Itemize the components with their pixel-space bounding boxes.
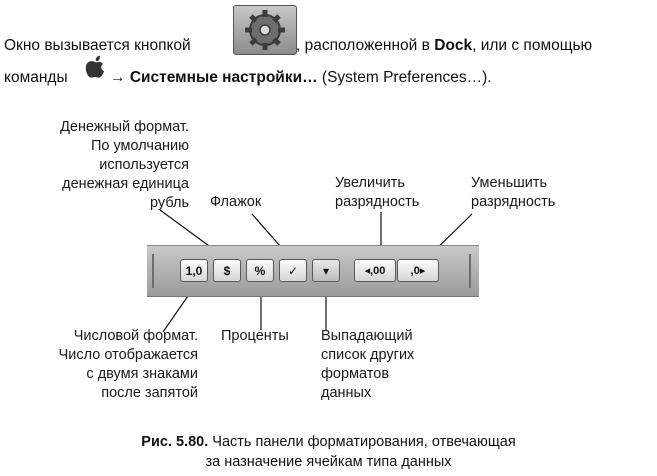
increase-precision-button[interactable]: ◂,00 xyxy=(354,259,396,282)
currency-line-5: рубль xyxy=(150,195,189,211)
apple-icon xyxy=(85,55,104,78)
increase-line-1: Увеличить xyxy=(335,175,405,191)
number-line-3: с двумя знаками xyxy=(86,366,198,382)
checkmark-icon: ✓ xyxy=(287,263,299,278)
dropdown-line-4: данных xyxy=(321,385,372,401)
figure-caption: Рис. 5.80. Часть панели форматирования, … xyxy=(0,432,657,472)
currency-line-2: По умолчанию xyxy=(90,138,189,154)
dropdown-line-1: Выпадающий xyxy=(321,328,413,344)
increase-precision-label: ◂,00 xyxy=(364,265,386,277)
dropdown-line-2: список других xyxy=(321,347,415,363)
intro-line-1-rest: , расположенной в Dock, или с помощью xyxy=(296,36,592,56)
command-english: (System Preferences…). xyxy=(321,69,492,86)
decrease-precision-label: ,0▸ xyxy=(410,265,426,277)
currency-icon: $ xyxy=(223,263,231,278)
figure-number: Рис. 5.80. xyxy=(141,434,209,450)
decrease-line-2: разрядность xyxy=(471,194,556,210)
number-line-1: Числовой формат. xyxy=(73,328,198,344)
currency-line-4: денежная единица xyxy=(62,176,189,192)
checkbox-format-button[interactable]: ✓ xyxy=(279,259,307,282)
format-toolbar: 1,0 $ % ✓ ▾ ◂,00 ,0▸ xyxy=(147,245,479,297)
intro-text-end: , или с помощью xyxy=(472,37,593,54)
intro-line-2-rest: → Системные настройки… (System Preferenc… xyxy=(110,68,492,88)
decrease-precision-button[interactable]: ,0▸ xyxy=(397,259,439,282)
label-decrease-precision: Уменьшить разрядность xyxy=(471,174,555,212)
toolbar-separator-left xyxy=(152,254,154,288)
intro-text: Окно вызывается кнопкой xyxy=(4,37,191,54)
toolbar-separator-right xyxy=(469,254,471,288)
label-increase-precision: Увеличить разрядность xyxy=(335,174,419,212)
number-format-button[interactable]: 1,0 xyxy=(180,259,208,282)
label-currency-format: Денежный формат. По умолчанию использует… xyxy=(60,118,189,213)
dock-term: Dock xyxy=(434,37,473,54)
arrow-icon: → xyxy=(110,69,126,86)
percent-icon: % xyxy=(254,263,266,278)
label-percent: Проценты xyxy=(221,327,289,346)
caption-text-1: Часть панели форматирования, отвечающая xyxy=(212,434,516,450)
label-dropdown: Выпадающий список других форматов данных xyxy=(321,327,414,403)
checkbox-label-text: Флажок xyxy=(210,194,262,210)
currency-line-1: Денежный формат. xyxy=(60,119,189,135)
command-name: Системные настройки… xyxy=(129,69,318,86)
dropdown-line-3: форматов xyxy=(321,366,390,382)
number-line-4: после запятой xyxy=(101,385,198,401)
currency-line-3: используется xyxy=(99,157,189,173)
gear-icon xyxy=(233,5,297,55)
intro-line-1: Окно вызывается кнопкой xyxy=(4,36,191,56)
format-dropdown-button[interactable]: ▾ xyxy=(312,259,340,282)
percent-label-text: Проценты xyxy=(221,328,289,344)
label-number-format: Числовой формат. Число отображается с дв… xyxy=(59,327,198,403)
caption-text-2: за назначение ячейкам типа данных xyxy=(205,454,452,470)
chevron-down-icon: ▾ xyxy=(322,263,330,278)
number-format-label: 1,0 xyxy=(185,263,203,278)
label-checkbox: Флажок xyxy=(210,193,261,212)
command-word: команды xyxy=(4,69,68,86)
caption-line-1: Рис. 5.80. Часть панели форматирования, … xyxy=(0,432,657,452)
increase-line-2: разрядность xyxy=(335,194,420,210)
currency-format-button[interactable]: $ xyxy=(213,259,241,282)
decrease-line-1: Уменьшить xyxy=(471,175,548,191)
number-line-2: Число отображается xyxy=(58,347,198,363)
intro-text-after: , расположенной в xyxy=(296,37,430,54)
percent-format-button[interactable]: % xyxy=(246,259,274,282)
intro-line-2: команды xyxy=(4,68,68,88)
